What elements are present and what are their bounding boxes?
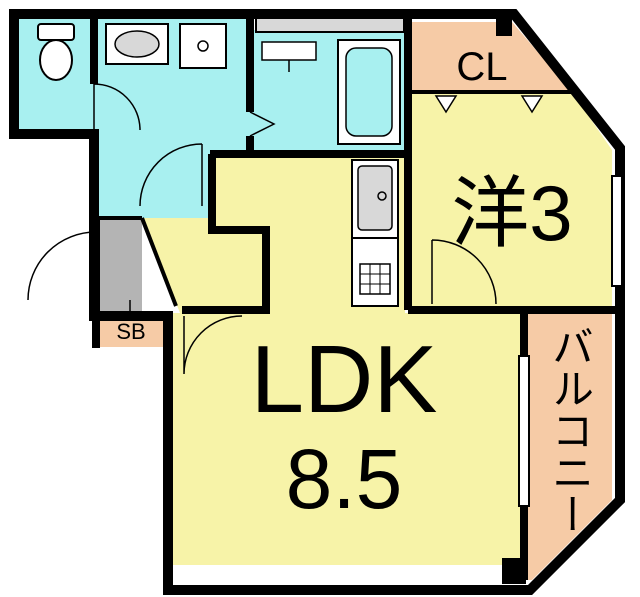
closet-label: CL — [456, 45, 507, 89]
walls — [9, 9, 625, 595]
western-window — [611, 175, 623, 287]
balcony-label: バルコニー — [547, 325, 594, 535]
labels: CL 洋3 LDK 8.5 SB バルコニー — [116, 45, 593, 535]
shoebox-label: SB — [116, 319, 145, 344]
corner-post-closet — [496, 18, 512, 36]
washing-machine-pan-icon — [179, 23, 227, 69]
entrance-door-icon — [27, 231, 97, 301]
toilet-door-icon — [93, 83, 141, 131]
bathtub-icon — [337, 39, 401, 145]
balcony-floor — [528, 313, 612, 580]
bathroom-door-icon — [249, 111, 276, 137]
corner-post — [502, 558, 526, 584]
entrance-diagonal — [140, 217, 178, 307]
wash-basin-icon — [105, 23, 169, 65]
closet-rod-icon — [434, 95, 544, 114]
outer-wall — [9, 9, 625, 595]
hall-wall — [182, 154, 270, 314]
ldk-floor — [142, 158, 524, 565]
ldk-label: LDK — [251, 326, 438, 433]
closet-floor — [408, 22, 572, 92]
bath-ledge — [255, 17, 405, 33]
stove-icon — [351, 237, 399, 307]
bath-sink-icon — [261, 41, 317, 72]
ldk-door-icon — [183, 315, 243, 375]
western-room-door-icon — [431, 239, 497, 305]
western-room-floor — [408, 92, 612, 310]
washroom-door-icon — [139, 143, 203, 207]
ldk-window — [518, 355, 530, 507]
ldk-size: 8.5 — [286, 432, 403, 526]
toilet-icon — [37, 23, 75, 81]
fixtures — [37, 23, 544, 307]
kitchen-sink-icon — [351, 159, 399, 239]
western-room-label: 洋3 — [451, 169, 572, 257]
entrance-floor — [97, 218, 142, 313]
